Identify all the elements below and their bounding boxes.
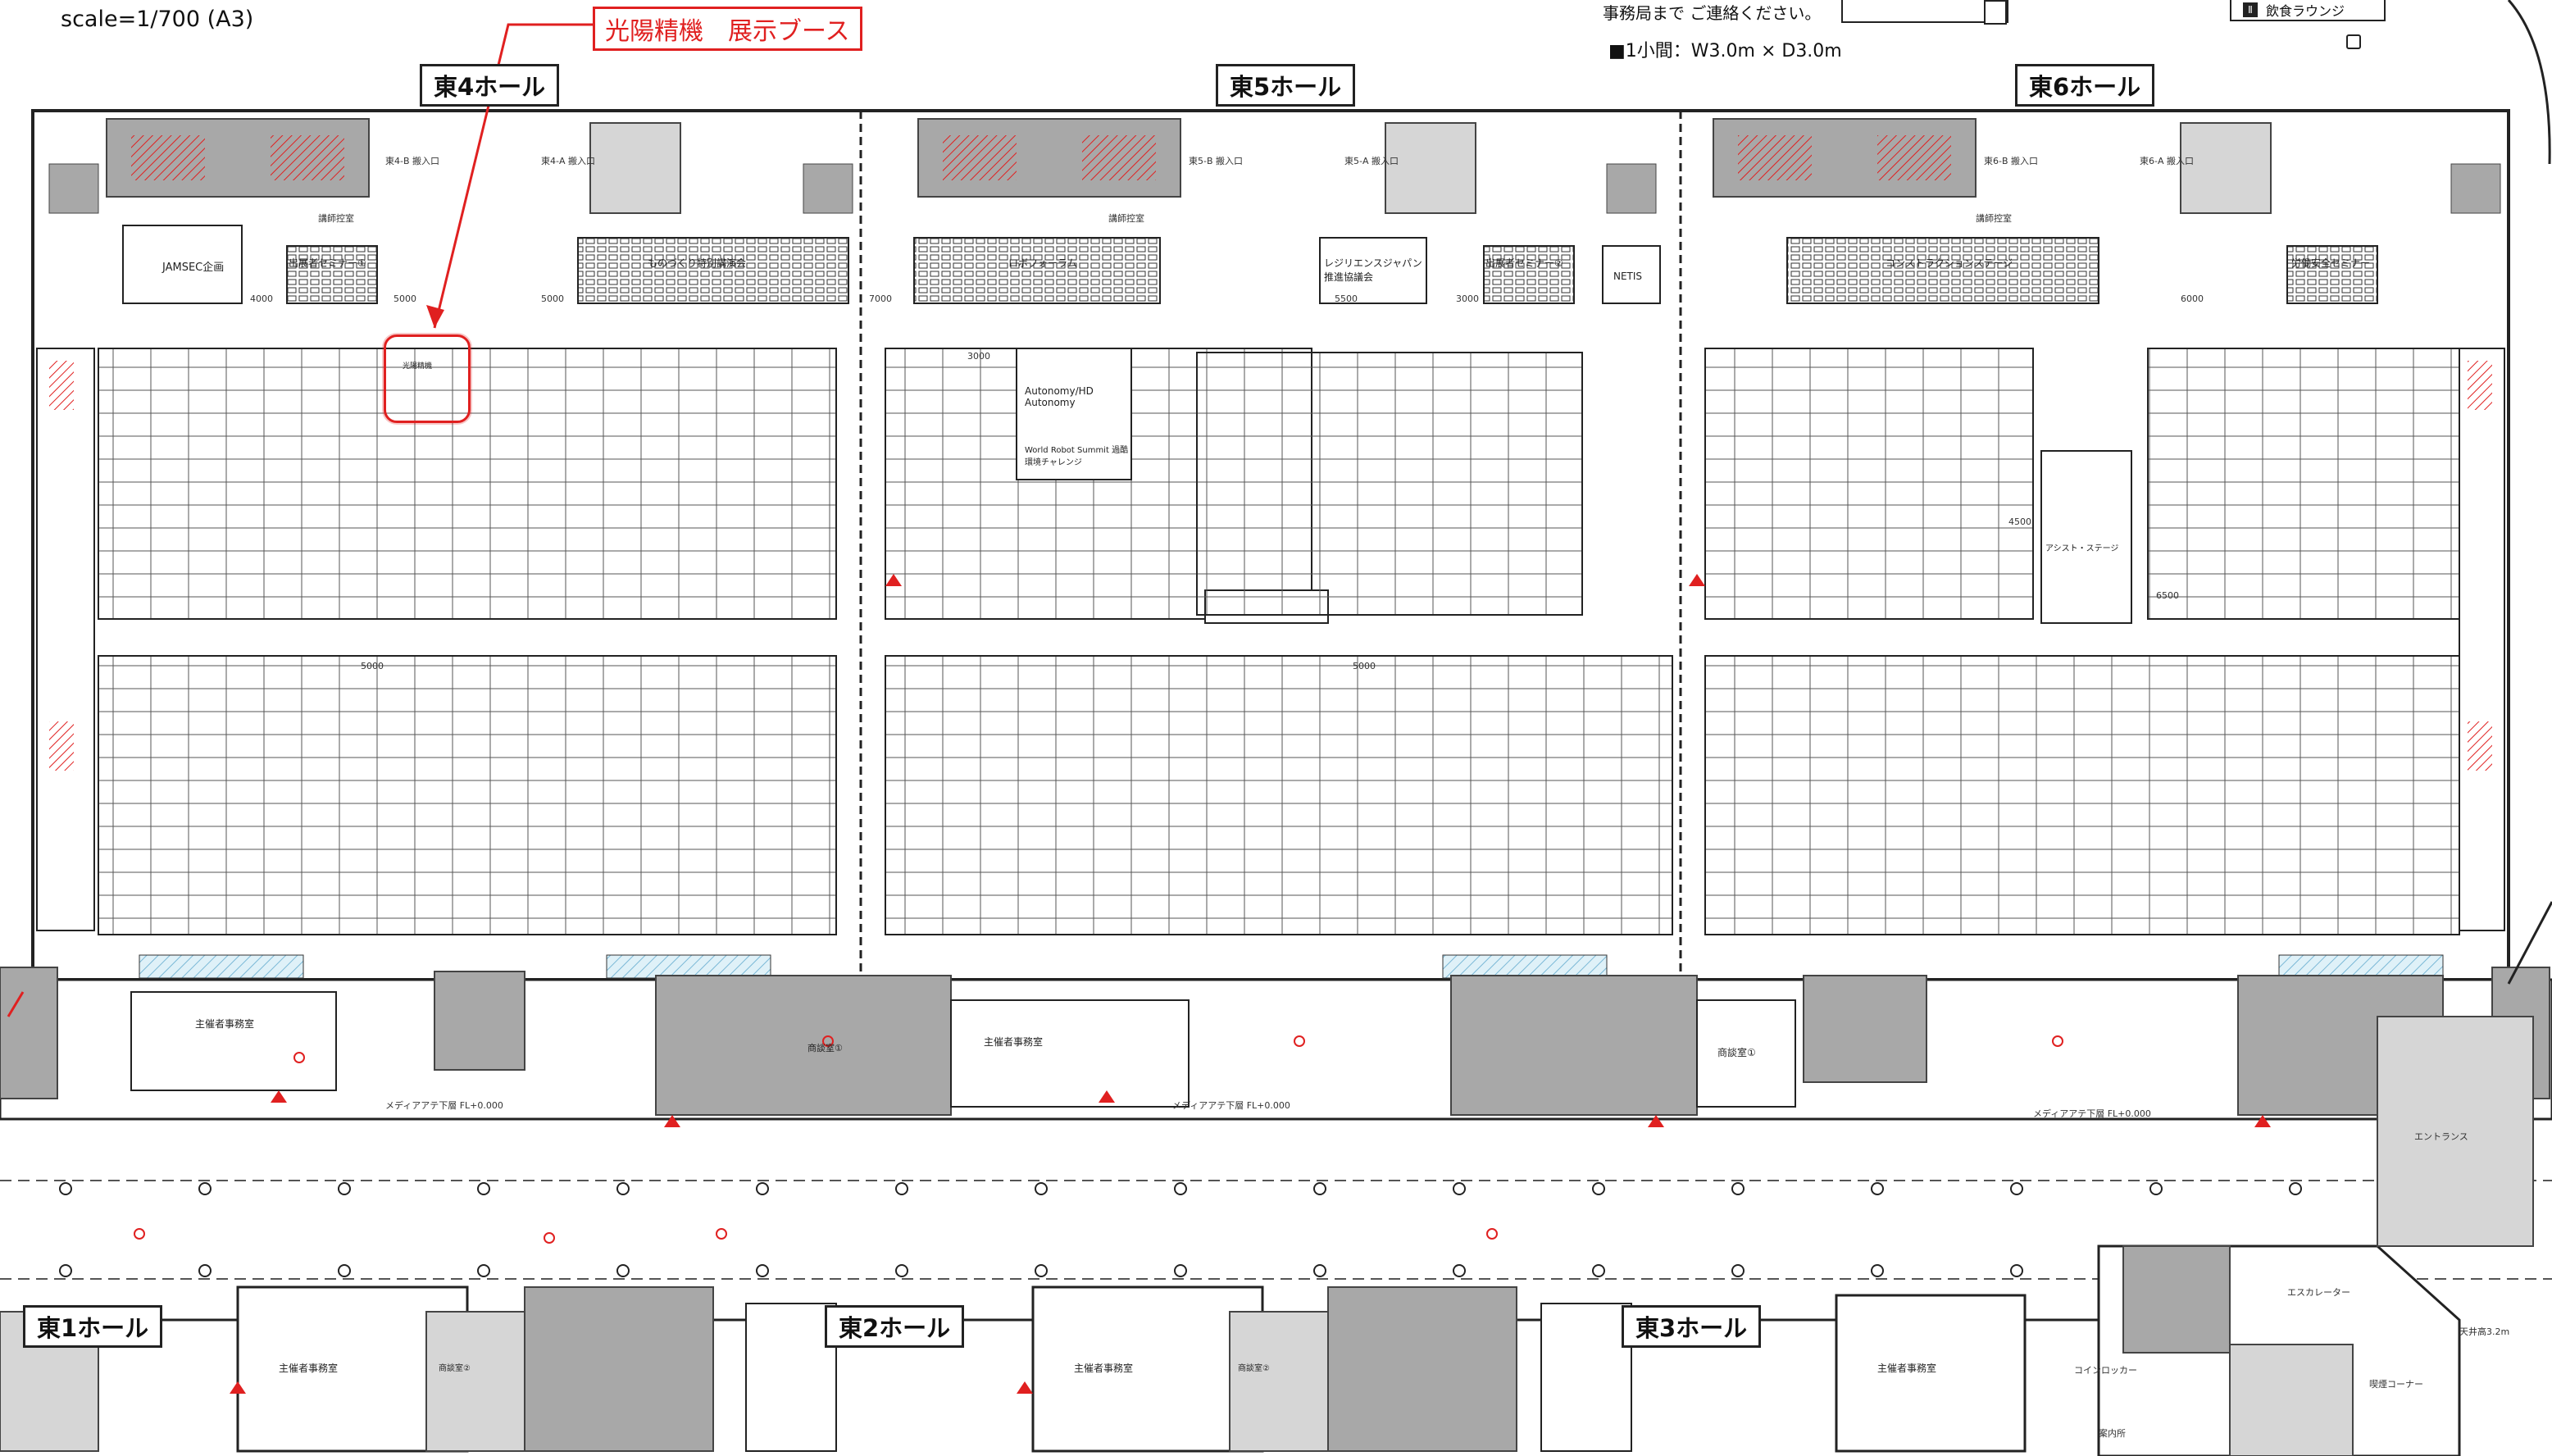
dim-6000: 6000 xyxy=(2181,293,2204,304)
seminar-2: 出展者セミナー② xyxy=(1485,257,1563,269)
meeting-room-2: 商談室② xyxy=(439,1364,471,1373)
resilience-japan: レジリエンスジャパン推進協議会 xyxy=(1324,257,1422,283)
lounge-legend: Ⅱ 飲食ラウンジ xyxy=(2230,0,2386,21)
office-east5: 主催者事務室 xyxy=(984,1036,1044,1048)
office-east2: 主催者事務室 xyxy=(1074,1363,1134,1374)
office-east3: 主催者事務室 xyxy=(1877,1363,1937,1374)
dim-5000-b: 5000 xyxy=(541,293,564,304)
dock-4b: 東4-B 搬入口 xyxy=(385,156,440,166)
construction-stage: コンストラクションステージ xyxy=(1886,257,2013,269)
jamsec-area: JAMSEC企画 xyxy=(162,262,225,274)
lecturer-room-6: 講師控室 xyxy=(1976,213,2012,224)
legend-symbol-icon xyxy=(2346,34,2361,49)
hall-label-east1: 東1ホール xyxy=(23,1305,163,1348)
entrance-label: エントランス xyxy=(2414,1131,2468,1142)
autonomy-area: Autonomy/HD Autonomy xyxy=(1025,385,1094,408)
highlighted-booth-name: 光陽精機 xyxy=(403,362,433,371)
dim-4500: 4500 xyxy=(2008,516,2031,527)
seminar-monozukuri: ものづくり特別講演会 xyxy=(648,257,747,269)
media-floor-note-2: メディアアテ下層 FL+0.000 xyxy=(1172,1100,1290,1111)
booth-callout: 光陽精機 展示ブース xyxy=(593,7,862,51)
meeting-room-1: 商談室① xyxy=(1717,1047,1756,1058)
dock-4a: 東4-A 搬入口 xyxy=(541,156,595,166)
dim-5500: 5500 xyxy=(1335,293,1358,304)
hall-label-east5: 東5ホール xyxy=(1216,64,1356,107)
lounge-icon: Ⅱ xyxy=(2243,2,2258,17)
dim-7000: 7000 xyxy=(869,293,892,304)
office-east4: 主催者事務室 xyxy=(195,1018,255,1030)
dock-6b: 東6-B 搬入口 xyxy=(1984,156,2039,166)
hall-label-east4: 東4ホール xyxy=(420,64,560,107)
dim-3000-b: 3000 xyxy=(967,351,990,362)
meeting-room-1-east5: 商談室① xyxy=(807,1043,843,1053)
hall-label-east6: 東6ホール xyxy=(2015,64,2155,107)
dim-5000-d: 5000 xyxy=(1353,661,1376,671)
scale-label: scale=1/700 (A3) xyxy=(61,7,254,32)
safety-seminar: 労働安全セミナー xyxy=(2291,257,2371,269)
booth-size-note: ■1小間：W3.0m × D3.0m xyxy=(1608,41,1842,61)
lecturer-room-4: 講師控室 xyxy=(318,213,354,224)
netis-area: NETIS xyxy=(1613,271,1643,282)
seminar-1: 出展者セミナー① xyxy=(289,257,366,269)
lounge-label: 飲食ラウンジ xyxy=(2266,3,2345,19)
legend-box-left xyxy=(1841,0,2008,23)
meeting-room-2-east2: 商談室② xyxy=(1238,1364,1270,1373)
media-floor-note: メディアアテ下層 FL+0.000 xyxy=(385,1100,503,1111)
dim-4000: 4000 xyxy=(250,293,273,304)
escalator-label: エスカレーター xyxy=(2287,1287,2350,1298)
notice-text: 事務局まで ご連絡ください。 xyxy=(1603,3,1822,23)
legend-box-mark xyxy=(1984,0,2007,25)
coin-locker-label: コインロッカー xyxy=(2074,1365,2137,1376)
dim-6500: 6500 xyxy=(2156,590,2179,601)
info-desk-label: 案内所 xyxy=(2099,1428,2126,1439)
dim-5000-c: 5000 xyxy=(361,661,384,671)
dock-5a: 東5-A 搬入口 xyxy=(1344,156,1399,166)
dim-3000-a: 3000 xyxy=(1456,293,1479,304)
seminar-robo: ロボフォーラム xyxy=(1008,257,1077,269)
ceiling-height-label: 天井高3.2m xyxy=(2459,1326,2510,1337)
media-floor-note-3: メディアアテ下層 FL+0.000 xyxy=(2033,1108,2151,1119)
world-robot-summit: World Robot Summit 過酷環境チャレンジ xyxy=(1025,446,1129,467)
dim-5000-a: 5000 xyxy=(393,293,416,304)
hall-label-east2: 東2ホール xyxy=(825,1305,965,1348)
smoking-corner-label: 喫煙コーナー xyxy=(2369,1379,2423,1390)
dock-5b: 東5-B 搬入口 xyxy=(1189,156,1244,166)
assist-stage: アシスト・ステージ xyxy=(2045,544,2119,553)
office-east1: 主催者事務室 xyxy=(279,1363,339,1374)
hall-label-east3: 東3ホール xyxy=(1622,1305,1762,1348)
lecturer-room-5: 講師控室 xyxy=(1108,213,1144,224)
highlighted-booth[interactable]: 光陽精機 xyxy=(384,334,471,423)
dock-6a: 東6-A 搬入口 xyxy=(2140,156,2194,166)
